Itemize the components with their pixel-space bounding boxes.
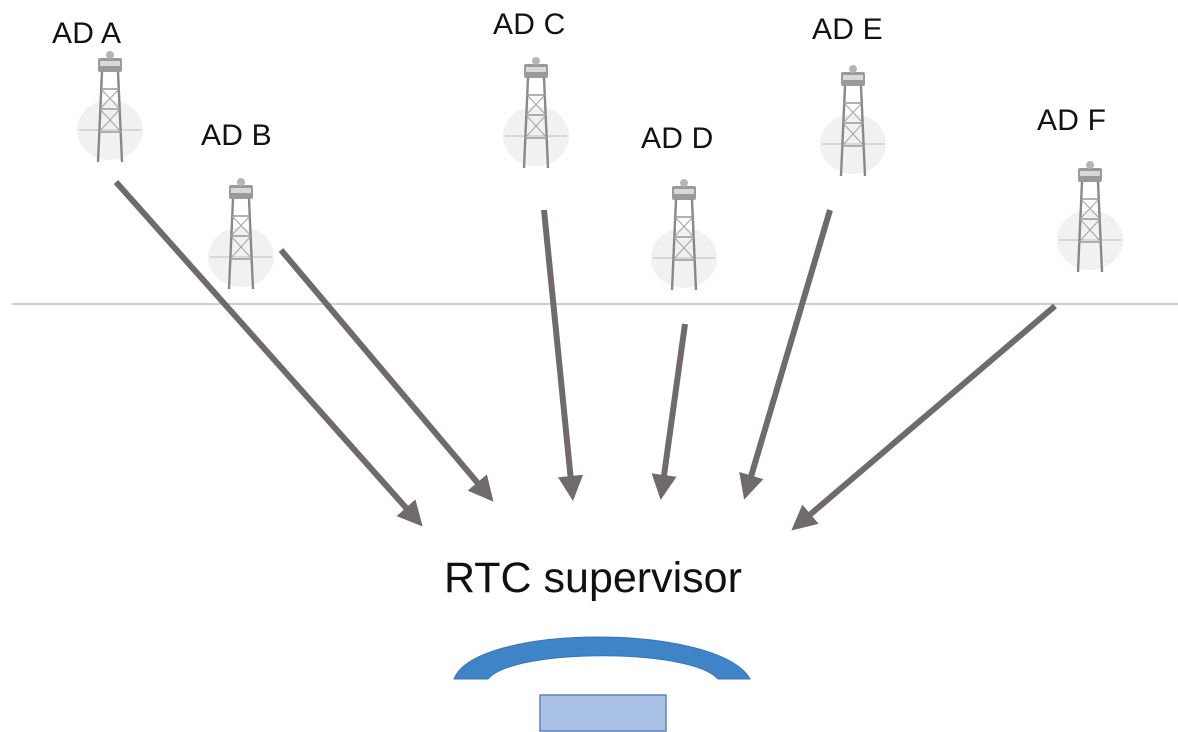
arrow-from-ad-c xyxy=(541,209,584,502)
control-tower-icon xyxy=(208,178,274,290)
control-tower-icon xyxy=(77,51,143,163)
tower-label-ad-b: AD B xyxy=(201,119,272,152)
tower-label-ad-e: AD E xyxy=(812,13,883,46)
tower-label-ad-c: AD C xyxy=(493,8,566,41)
control-tower-icon xyxy=(651,179,717,291)
tower-label-ad-d: AD D xyxy=(641,122,714,155)
control-tower-icon xyxy=(1057,161,1123,273)
arrow-from-ad-d xyxy=(651,323,688,500)
arrow-from-ad-e xyxy=(739,209,833,500)
supervisor-label: RTC supervisor xyxy=(444,554,742,602)
tower-label-ad-f: AD F xyxy=(1037,104,1107,137)
arrow-from-ad-a xyxy=(113,180,423,527)
arrow-from-ad-f xyxy=(791,303,1057,531)
control-tower-icon xyxy=(503,57,569,169)
tower-label-ad-a: AD A xyxy=(52,17,122,50)
control-tower-icon xyxy=(820,65,886,177)
arrow-from-ad-b xyxy=(278,248,494,502)
